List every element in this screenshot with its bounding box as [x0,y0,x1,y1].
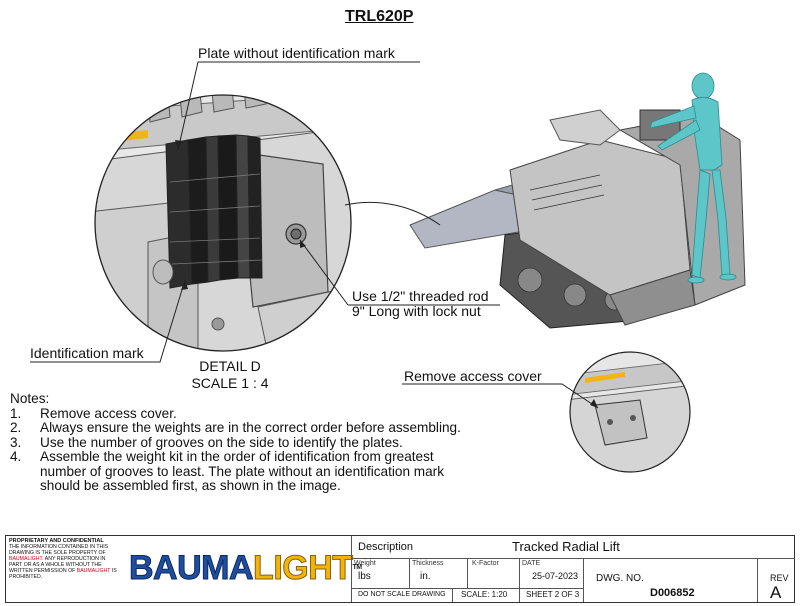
thickness-label: Thickness [412,560,444,567]
note-text: Assemble the weight kit in the order of … [40,449,445,493]
note-number: 1. [10,405,22,421]
thickness-value: in. [420,571,431,582]
sheet-cell: SHEET 2 OF 3 [519,588,583,602]
logo-part1: BAUMA [128,549,254,588]
proprietary-text: THE INFORMATION CONTAINED IN THIS DRAWIN… [9,544,120,580]
weight-cell: Weight lbs [351,558,409,588]
detail-caption: DETAIL D SCALE 1 : 4 [175,358,285,392]
callout-rod-line2: 9" Long with lock nut [352,303,481,319]
note-text: Remove access cover. [40,405,177,421]
proprietary-brand: BAUMALIGHT [9,556,43,562]
dwg-no-label: DWG. NO. [596,573,644,584]
note-number: 3. [10,434,22,450]
rev-value: A [770,583,782,602]
kfactor-label: K-Factor [472,560,499,567]
note-number: 2. [10,420,22,435]
detail-d-illustration [94,94,352,352]
proprietary-brand: BAUMALIGHT [76,568,111,574]
date-label: DATE [522,560,541,567]
access-cover-detail [569,351,691,473]
baumalight-logo: BAUMALIGHTTM [123,536,362,602]
description-cell: Description Tracked Radial Lift [351,536,795,558]
rev-cell: REV A [757,558,795,602]
dwg-no-value: D006852 [650,587,695,599]
logo-part2: LIGHT [253,549,354,588]
note-item: 1. Remove access cover. [10,405,480,422]
callout-plate-without-mark: Plate without identification mark [198,45,395,61]
proprietary-title: PROPRIETARY AND CONFIDENTIAL [9,538,104,544]
scale-cell: SCALE: 1:20 [452,588,519,602]
note-item: 3. Use the number of grooves on the side… [10,434,480,451]
weight-value: lbs [358,571,371,582]
note-item: 2. Always ensure the weights are in the … [10,420,480,436]
notes-header: Notes: [10,391,50,406]
detail-scale: SCALE 1 : 4 [191,375,269,391]
note-text: Use the number of grooves on the side to… [40,434,403,450]
tracked-radial-lift-illustration [409,72,746,329]
proprietary-text-2: . ANY REPRODUCTION IN PART OR AS A WHOLE… [9,556,106,574]
proprietary-notice: PROPRIETARY AND CONFIDENTIAL THE INFORMA… [6,536,123,602]
thickness-cell: Thickness in. [409,558,467,588]
proprietary-text-3: IS PROHIBITED. [9,568,117,580]
note-number: 4. [10,449,22,464]
description-label: Description [358,541,414,553]
logo-wordmark: BAUMALIGHTTM [128,548,363,588]
weight-label: Weight [354,560,376,567]
proprietary-text-1: THE INFORMATION CONTAINED IN THIS DRAWIN… [9,544,109,556]
note-text: Always ensure the weights are in the cor… [40,420,461,435]
notes-section: Notes: 1. Remove access cover. 2. Always… [10,391,480,494]
dwg-no-cell: DWG. NO. D006852 [583,558,757,602]
drawing-title: TRL620P [345,8,414,25]
callout-remove-cover: Remove access cover [404,368,542,384]
no-scale-cell: DO NOT SCALE DRAWING [351,588,452,602]
callout-rod-line1: Use 1/2" threaded rod [352,288,489,304]
scale-text: SCALE: 1:20 [461,590,508,599]
date-cell: DATE 25-07-2023 [519,558,583,588]
date-value: 25-07-2023 [532,571,579,581]
detail-name: DETAIL D [199,358,261,374]
description-value: Tracked Radial Lift [512,539,620,554]
no-scale-text: DO NOT SCALE DRAWING [358,591,446,598]
sheet-text: SHEET 2 OF 3 [526,590,580,599]
title-block: PROPRIETARY AND CONFIDENTIAL THE INFORMA… [5,535,795,603]
logo-tm: TM [352,564,363,571]
callout-identification-mark: Identification mark [30,345,144,361]
note-item: 4. Assemble the weight kit in the order … [10,449,480,494]
kfactor-cell: K-Factor [467,558,519,588]
rev-label: REV [770,573,789,583]
